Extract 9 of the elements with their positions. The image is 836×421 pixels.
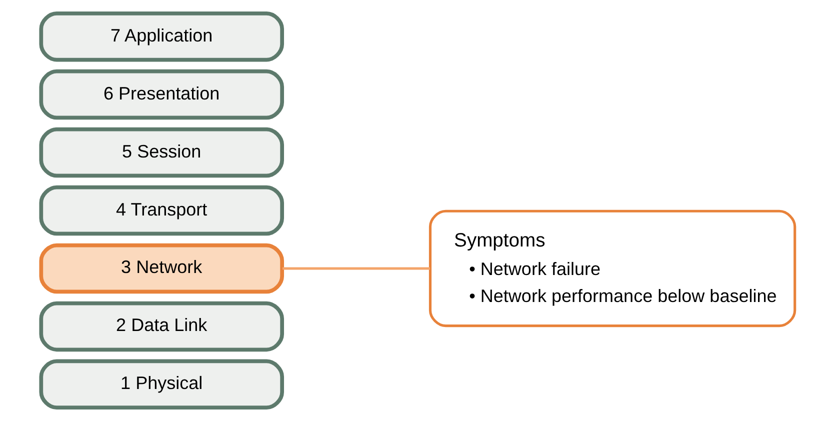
node-box: 3 Network bbox=[39, 243, 284, 294]
node-box: 1 Physical bbox=[39, 359, 284, 410]
node-box: 5 Session bbox=[39, 127, 284, 178]
connector bbox=[282, 267, 430, 270]
node-box: 2 Data Link bbox=[39, 301, 284, 352]
node-box: 6 Presentation bbox=[39, 69, 284, 120]
node-box: Symptoms • Network failure • Network performance below baseline bbox=[428, 210, 796, 328]
node-box: 4 Transport bbox=[39, 185, 284, 236]
node-box: 7 Application bbox=[39, 11, 284, 62]
